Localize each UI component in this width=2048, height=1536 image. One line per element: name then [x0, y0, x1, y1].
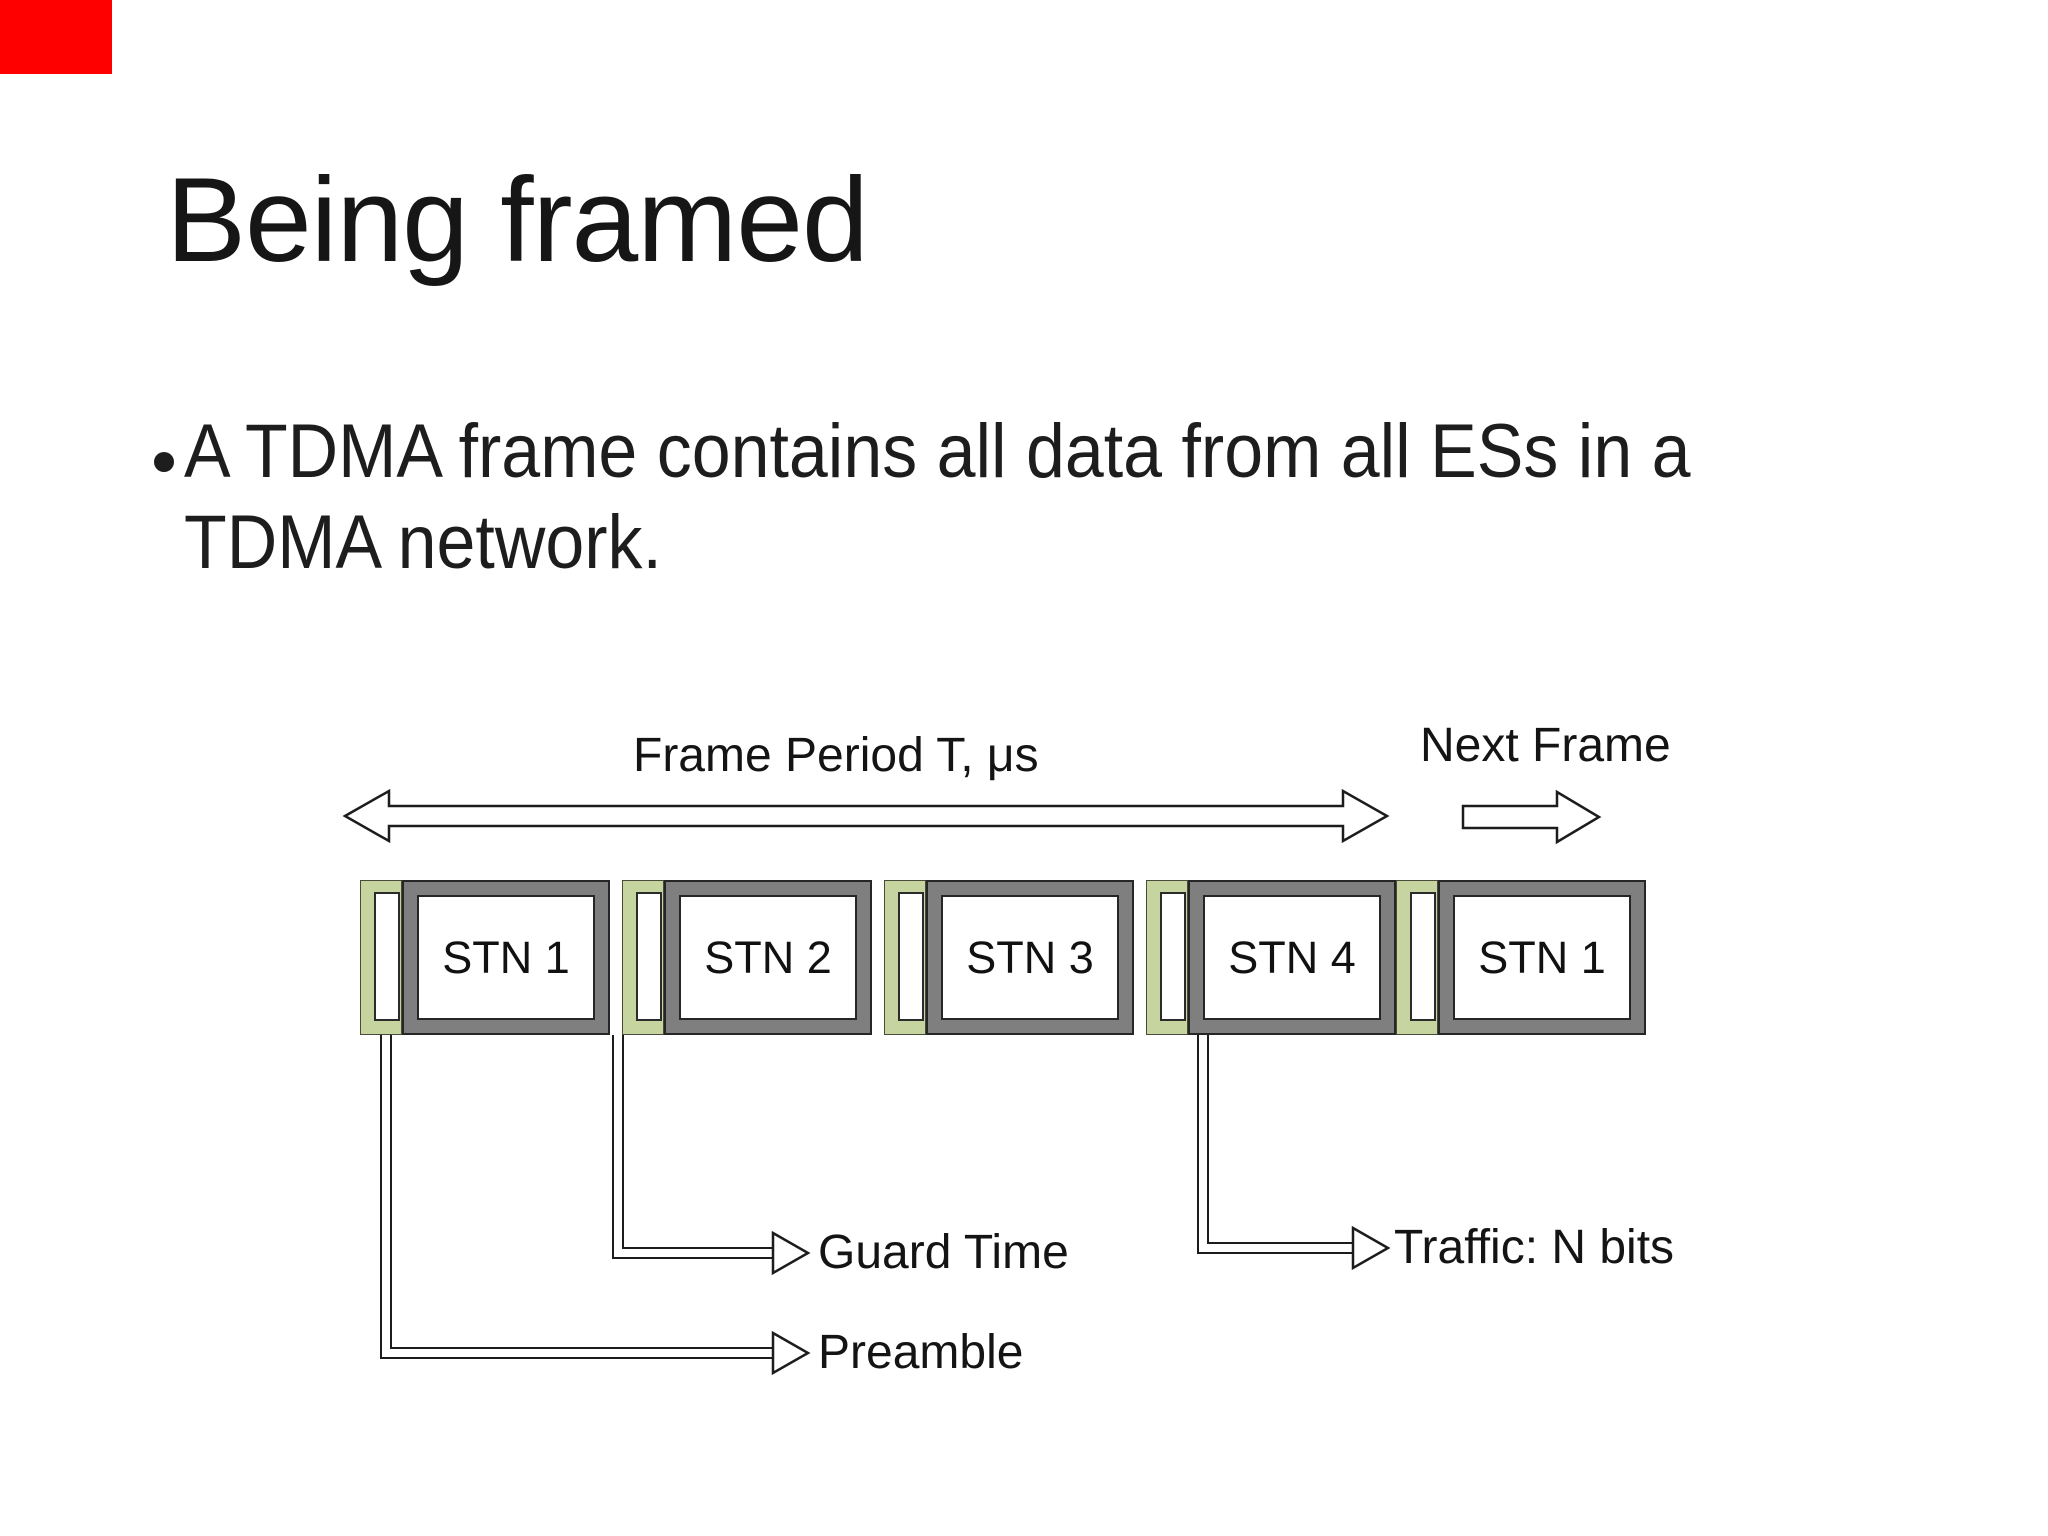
stn-inner: STN 2 — [679, 895, 857, 1020]
guard-time-connector — [612, 1035, 775, 1259]
guard-time-arrowhead — [771, 1230, 811, 1276]
traffic-connector-fill — [1199, 1035, 1355, 1252]
bullet-line-2: TDMA network. — [184, 500, 662, 586]
preamble-block — [1396, 880, 1438, 1035]
bullet-dot — [154, 452, 174, 472]
page-title: Being framed — [166, 153, 869, 287]
traffic-label: Traffic: N bits — [1394, 1221, 1675, 1274]
guard-time-connector-fill — [614, 1035, 775, 1257]
frame-row: STN 1 STN 2 STN 3 STN 4 STN 1 — [360, 880, 1646, 1035]
traffic-connector — [1197, 1035, 1355, 1254]
preamble-inner — [374, 892, 400, 1021]
stn-label: STN 1 — [442, 931, 570, 983]
guard-time-label: Guard Time — [818, 1226, 1069, 1279]
stn-box: STN 1 — [1438, 880, 1646, 1035]
bullet-text: A TDMA frame contains all data from all … — [184, 406, 1691, 588]
preamble-arrowhead — [771, 1330, 811, 1376]
guard-gap — [610, 880, 622, 1035]
preamble-inner — [1160, 892, 1186, 1021]
bullet-line-1: A TDMA frame contains all data from all … — [184, 409, 1691, 494]
stn-box: STN 2 — [664, 880, 872, 1035]
preamble-connector-fill — [382, 1035, 775, 1357]
stn-inner: STN 3 — [941, 895, 1119, 1020]
preamble-label: Preamble — [818, 1326, 1024, 1379]
stn-label: STN 2 — [704, 931, 832, 983]
stn-box: STN 4 — [1188, 880, 1396, 1035]
preamble-block — [1146, 880, 1188, 1035]
guard-gap — [1134, 880, 1146, 1035]
red-corner-marker — [0, 0, 112, 74]
stn-inner: STN 1 — [417, 895, 595, 1020]
preamble-connector — [380, 1035, 775, 1359]
stn-inner: STN 1 — [1453, 895, 1631, 1020]
stn-box: STN 1 — [402, 880, 610, 1035]
frame-period-label: Frame Period T, μs — [633, 729, 1039, 782]
stn-label: STN 1 — [1478, 931, 1606, 983]
preamble-block — [360, 880, 402, 1035]
stn-label: STN 3 — [966, 931, 1094, 983]
next-frame-arrow — [1461, 789, 1602, 845]
next-frame-label: Next Frame — [1420, 719, 1671, 772]
guard-gap — [872, 880, 884, 1035]
frame-period-arrow — [342, 788, 1390, 844]
stn-inner: STN 4 — [1203, 895, 1381, 1020]
preamble-inner — [1410, 892, 1436, 1021]
preamble-block — [884, 880, 926, 1035]
preamble-inner — [636, 892, 662, 1021]
traffic-arrowhead — [1351, 1225, 1391, 1271]
preamble-block — [622, 880, 664, 1035]
preamble-inner — [898, 892, 924, 1021]
stn-box: STN 3 — [926, 880, 1134, 1035]
stn-label: STN 4 — [1228, 931, 1356, 983]
